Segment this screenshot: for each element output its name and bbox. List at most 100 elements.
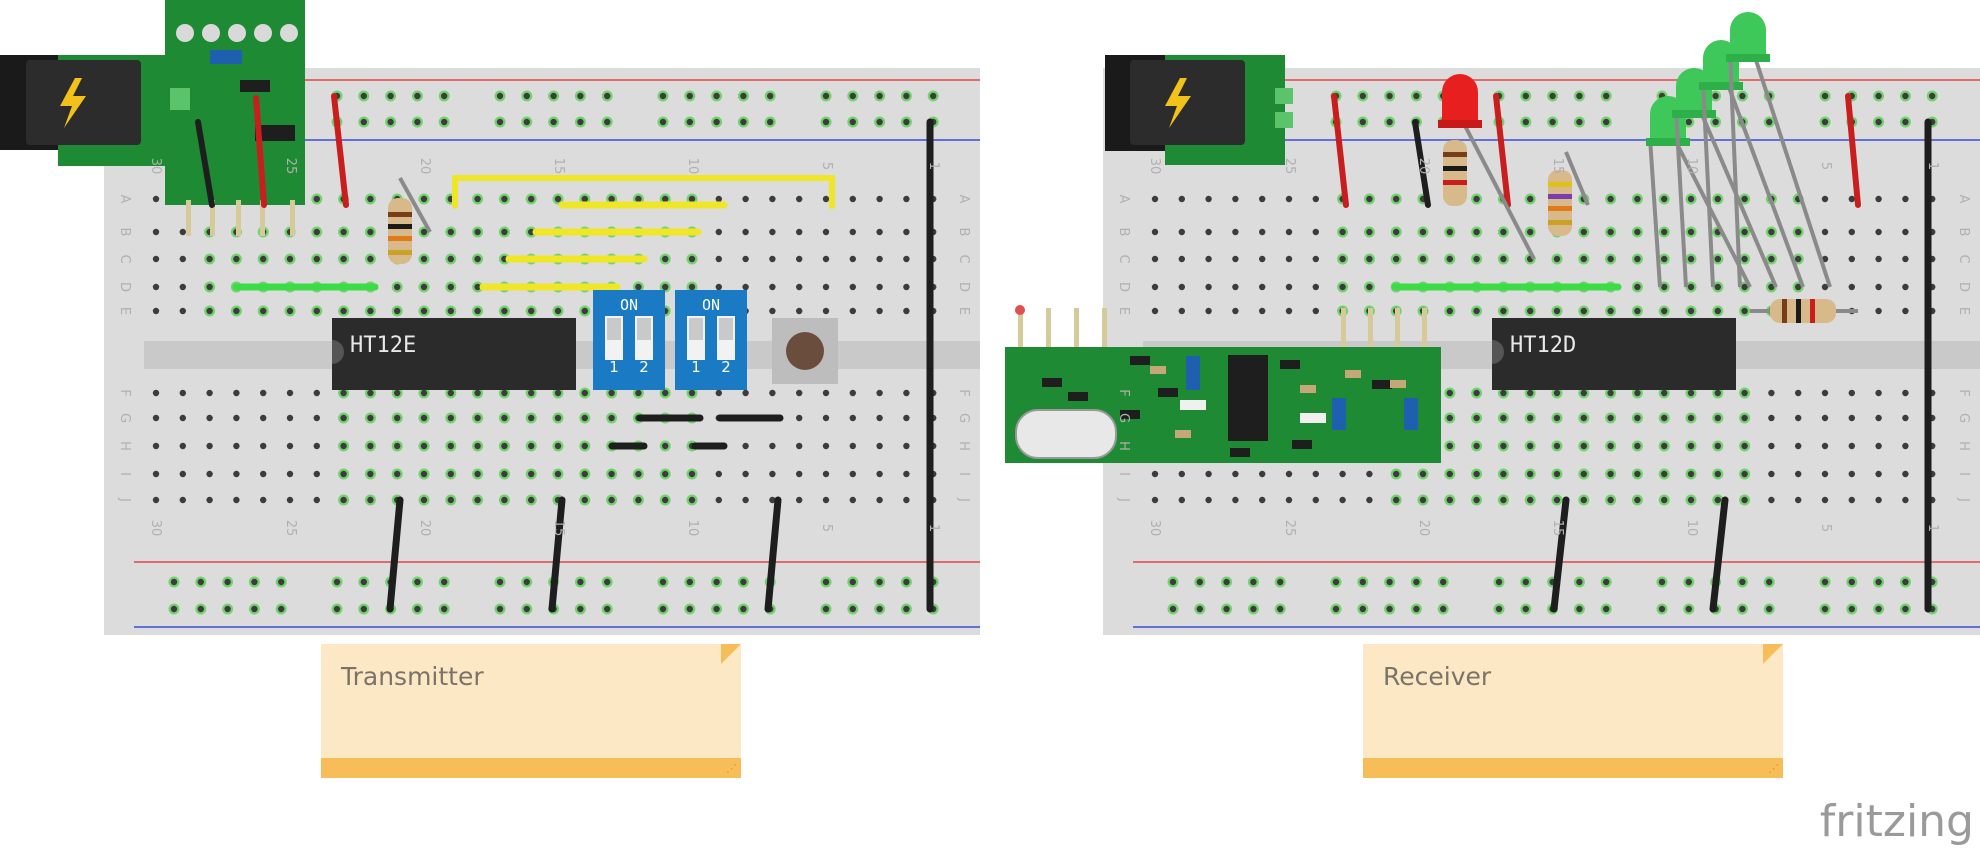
column-number: 1 xyxy=(1925,524,1940,532)
hole xyxy=(1902,92,1909,100)
hole xyxy=(635,496,642,504)
hole xyxy=(523,578,530,586)
wire-red xyxy=(1845,93,1861,208)
hole xyxy=(1553,496,1561,504)
hole xyxy=(1607,496,1614,504)
hole xyxy=(903,118,910,126)
hole xyxy=(903,255,910,263)
hole xyxy=(1580,307,1588,315)
resize-grip-icon[interactable]: ⋰ xyxy=(726,762,737,775)
row-letter: C xyxy=(1956,254,1971,263)
green-led-rim xyxy=(1646,138,1690,146)
column-number: 20 xyxy=(1416,520,1431,537)
hole xyxy=(474,228,481,236)
terminal-hole xyxy=(254,24,272,42)
hole xyxy=(474,470,481,478)
hole xyxy=(876,470,883,478)
hole xyxy=(340,389,347,397)
hole xyxy=(360,578,367,586)
hole xyxy=(1366,283,1373,291)
hole xyxy=(206,389,213,397)
hole xyxy=(1413,92,1420,100)
hole xyxy=(360,92,367,100)
hole xyxy=(394,442,401,450)
column-number: 1 xyxy=(926,524,941,532)
hole xyxy=(1848,496,1856,504)
hole xyxy=(474,496,481,504)
hole xyxy=(1500,442,1507,450)
smd-ic xyxy=(240,80,270,92)
green-led-rim xyxy=(1672,110,1716,118)
header-pin xyxy=(1102,308,1107,350)
hole xyxy=(1739,578,1746,586)
hole xyxy=(496,605,504,613)
hole xyxy=(1473,442,1480,450)
column-number: 5 xyxy=(819,524,834,532)
hole xyxy=(313,228,320,236)
row-letter: C xyxy=(956,254,971,263)
transmitter-label: Transmitter xyxy=(341,662,484,691)
hole xyxy=(313,255,320,263)
wire-black xyxy=(386,496,404,613)
hole xyxy=(659,578,667,586)
dc-jack xyxy=(26,60,141,145)
hole xyxy=(1522,92,1530,100)
hole xyxy=(1687,283,1695,291)
row-letter: E xyxy=(956,307,971,315)
hole xyxy=(1875,307,1882,315)
hole xyxy=(903,605,910,613)
hole xyxy=(1739,92,1746,100)
hole xyxy=(496,118,504,126)
hole xyxy=(313,496,320,504)
hole xyxy=(420,414,428,422)
hole xyxy=(474,255,481,263)
resize-grip-icon[interactable]: ⋰ xyxy=(1768,762,1779,775)
hole xyxy=(767,118,774,126)
hole xyxy=(1576,92,1583,100)
hole xyxy=(822,92,830,100)
hole xyxy=(1232,228,1239,236)
hole xyxy=(420,470,428,478)
smd-resistor xyxy=(1175,430,1191,438)
hole xyxy=(1714,389,1722,397)
connector xyxy=(1275,112,1293,128)
hole xyxy=(930,92,937,100)
hole xyxy=(313,307,320,315)
hole xyxy=(501,470,508,478)
hole xyxy=(1795,496,1802,504)
hole xyxy=(367,496,374,504)
header-pin xyxy=(186,200,191,236)
dip-pos2: 2 xyxy=(639,358,649,376)
hole xyxy=(152,470,160,478)
hole xyxy=(662,389,669,397)
hole xyxy=(1580,470,1588,478)
hole xyxy=(233,470,240,478)
hole xyxy=(769,255,776,263)
hole xyxy=(876,307,883,315)
hole xyxy=(333,605,341,613)
hole xyxy=(1714,442,1722,450)
smd-capacitor xyxy=(210,50,242,64)
wire-red xyxy=(1331,93,1349,208)
hole xyxy=(1795,283,1802,291)
hole xyxy=(1312,470,1320,478)
hole xyxy=(206,307,213,315)
row-letter: B xyxy=(117,228,132,237)
hole xyxy=(715,228,722,236)
hole xyxy=(1232,255,1239,263)
column-number: 20 xyxy=(1416,158,1431,175)
hole xyxy=(367,228,374,236)
hole xyxy=(1500,496,1507,504)
hole xyxy=(1553,442,1561,450)
hole xyxy=(903,307,910,315)
hole xyxy=(447,470,454,478)
hole xyxy=(1795,414,1802,422)
hole xyxy=(1712,118,1719,126)
hole xyxy=(1473,255,1480,263)
hole xyxy=(769,470,776,478)
hole xyxy=(1285,283,1293,291)
hole xyxy=(659,92,667,100)
hole xyxy=(1522,118,1530,126)
hole xyxy=(1795,442,1802,450)
resistor-lead xyxy=(398,177,432,233)
